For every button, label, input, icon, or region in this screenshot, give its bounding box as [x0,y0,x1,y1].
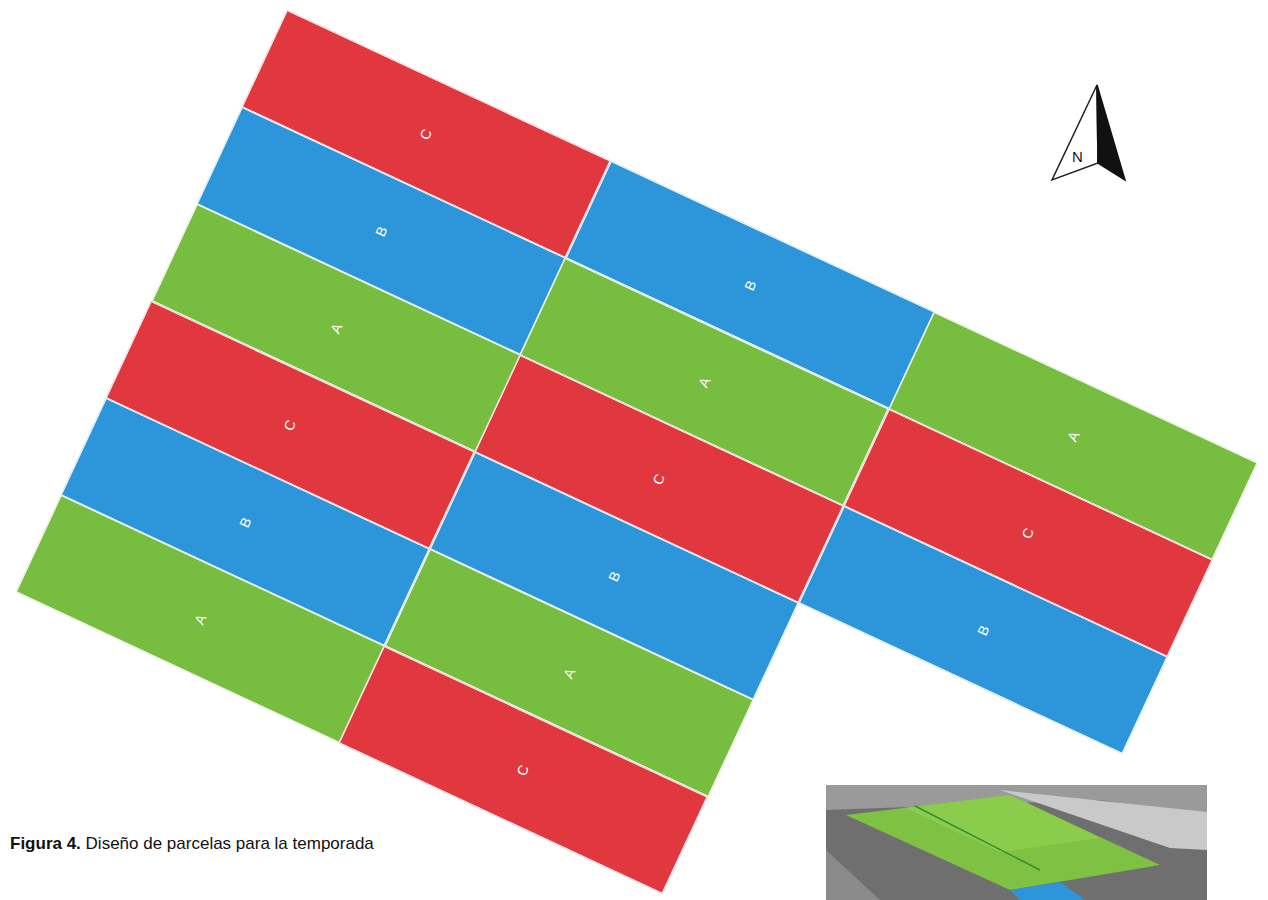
north-label: N [1072,149,1083,164]
treatment-label: B [237,515,254,529]
treatment-label: C [418,126,435,141]
aerial-photo [826,785,1207,900]
treatment-label: A [327,321,344,335]
treatment-label: C [651,471,668,486]
treatment-label: B [741,278,758,292]
treatment-label: C [1020,525,1037,540]
treatment-label: A [696,375,713,389]
north-arrow [1052,85,1125,180]
treatment-label: B [606,569,623,583]
treatment-label: B [975,622,992,636]
treatment-label: A [192,612,209,626]
caption-lead: Figura 4. [10,834,81,853]
treatment-label: B [373,224,390,238]
figure-caption: Figura 4. Diseño de parcelas para la tem… [10,834,374,854]
treatment-label: C [282,417,299,432]
treatment-label: A [561,665,578,679]
treatment-label: A [1065,428,1082,442]
caption-body: Diseño de parcelas para la temporada [81,834,374,853]
treatment-label: C [515,762,532,777]
